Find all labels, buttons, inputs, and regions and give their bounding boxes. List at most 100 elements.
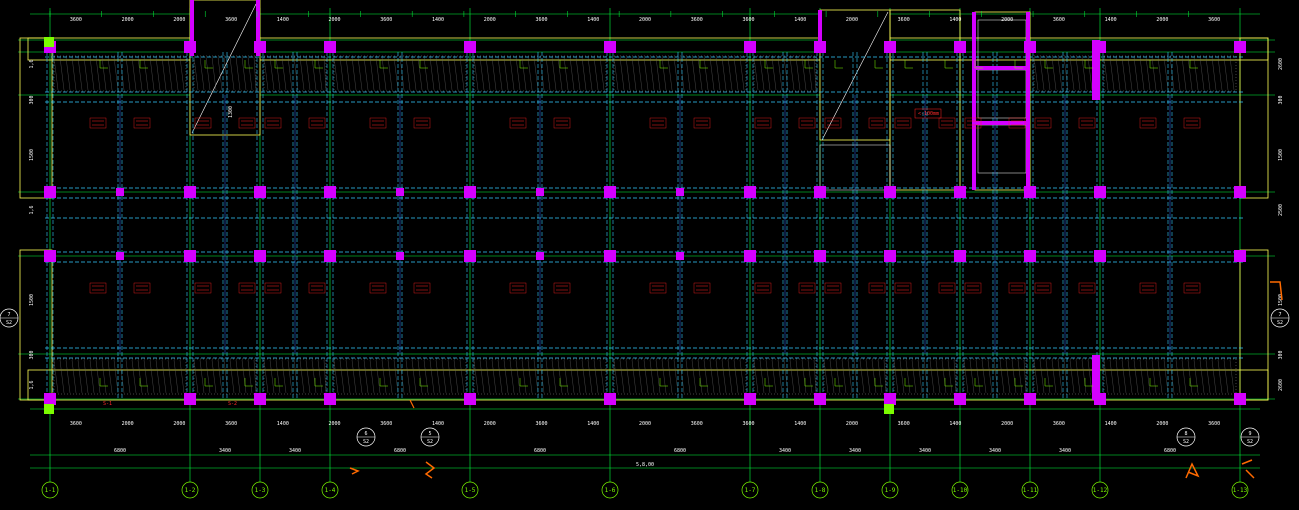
axis-bubble-label: 1-1 — [45, 487, 56, 494]
hatch-stroke — [771, 56, 777, 91]
hatch-stroke — [1133, 56, 1139, 91]
hatch-stroke — [1103, 56, 1109, 91]
hatch-stroke — [807, 56, 813, 91]
hatch-stroke — [491, 56, 497, 91]
markup-stroke — [409, 399, 415, 409]
axis-bubble-label: 1-12 — [1093, 487, 1108, 494]
axis-bubble-label: 1-8 — [815, 487, 826, 494]
hatch-stroke — [753, 359, 759, 394]
hatch-stroke — [485, 56, 491, 91]
hatch-stroke — [551, 359, 557, 394]
hatch-stroke — [1109, 359, 1115, 394]
column-small — [116, 188, 124, 196]
stair-mark: S-2 — [228, 401, 237, 407]
hatch-stroke — [293, 359, 299, 394]
hatch-stroke — [929, 359, 935, 394]
markup-stroke — [349, 467, 360, 475]
hatch-stroke — [497, 359, 503, 394]
hatch-stroke — [161, 56, 167, 91]
hatch-stroke — [459, 56, 465, 91]
hatch-stroke — [447, 359, 453, 394]
bracket-mark — [274, 60, 283, 69]
hatch-stroke — [217, 359, 223, 394]
column — [1094, 250, 1106, 262]
dim-text-bottom: 3600 — [1053, 421, 1065, 427]
column — [254, 393, 266, 405]
rebar-tag — [89, 117, 107, 129]
hatch-stroke — [381, 56, 387, 91]
dim-text-bottom: 3600 — [70, 421, 82, 427]
column — [954, 186, 966, 198]
column — [1234, 186, 1246, 198]
hatch-stroke — [333, 56, 339, 91]
hatch-stroke — [317, 56, 323, 91]
hatch-stroke — [299, 359, 305, 394]
hatch-stroke — [311, 359, 317, 394]
hatch-stroke — [173, 56, 179, 91]
bracket-mark — [379, 378, 388, 387]
hatch-stroke — [581, 56, 587, 91]
column-small — [536, 252, 544, 260]
hatch-stroke — [381, 359, 387, 394]
rebar-tag — [1183, 117, 1201, 129]
markup-stroke — [1241, 459, 1255, 479]
bracket-mark — [974, 378, 983, 387]
hatch-stroke — [503, 359, 509, 394]
dim-text-bay: 3400 — [779, 448, 791, 454]
hatch-stroke — [65, 56, 71, 91]
hatch-stroke — [533, 359, 539, 394]
dim-text-bottom: 2000 — [173, 421, 185, 427]
hatch-stroke — [765, 359, 771, 394]
room-note-box — [914, 108, 942, 119]
bracket-mark — [659, 60, 668, 69]
hatch-stroke — [593, 359, 599, 394]
bracket-mark — [804, 60, 813, 69]
markup-stroke — [1270, 281, 1283, 301]
rebar-tag — [1078, 282, 1096, 294]
dim-text-top: 2000 — [484, 17, 496, 23]
axis-bubble-label: 1-11 — [1023, 487, 1038, 494]
bracket-mark — [974, 60, 983, 69]
hatch-stroke — [673, 56, 679, 91]
hatch-stroke — [101, 359, 107, 394]
hatch-stroke — [1145, 56, 1151, 91]
hatch-stroke — [429, 56, 435, 91]
hatch-cell — [473, 358, 607, 395]
dim-text-bay: 6800 — [114, 448, 126, 454]
hatch-stroke — [1187, 56, 1193, 91]
dim-text-bottom: 3600 — [225, 421, 237, 427]
hatch-stroke — [759, 359, 765, 394]
bracket-mark — [1084, 378, 1093, 387]
hatch-stroke — [721, 56, 727, 91]
dim-text-top: 2000 — [1001, 17, 1013, 23]
rebar-tag — [693, 282, 711, 294]
toilet-cell — [977, 19, 1027, 69]
hatch-stroke — [709, 56, 715, 91]
column — [44, 250, 56, 262]
shear-wall — [972, 12, 976, 190]
hatch-stroke — [89, 56, 95, 91]
hatch-stroke — [871, 359, 877, 394]
column — [814, 186, 826, 198]
hatch-stroke — [269, 359, 275, 394]
hatch-stroke — [125, 359, 131, 394]
hatch-stroke — [581, 359, 587, 394]
bottom-wall-band — [27, 369, 1269, 401]
rebar-tag — [1008, 282, 1026, 294]
hatch-cell — [613, 358, 747, 395]
hatch-stroke — [829, 359, 835, 394]
dim-text-bottom: 1400 — [277, 421, 289, 427]
hatch-stroke — [411, 56, 417, 91]
hatch-stroke — [167, 359, 173, 394]
hatch-stroke — [667, 56, 673, 91]
axis-bubble: 1-4 — [321, 481, 339, 499]
hatch-stroke — [575, 56, 581, 91]
hatch-stroke — [1039, 359, 1045, 394]
hatch-stroke — [473, 56, 479, 91]
column — [1234, 393, 1246, 405]
axis-bubble-label: 1-7 — [745, 487, 756, 494]
axis-bubble-circle — [251, 481, 269, 499]
hatch-stroke — [217, 56, 223, 91]
hatch-stroke — [497, 56, 503, 91]
hatch-stroke — [149, 56, 155, 91]
